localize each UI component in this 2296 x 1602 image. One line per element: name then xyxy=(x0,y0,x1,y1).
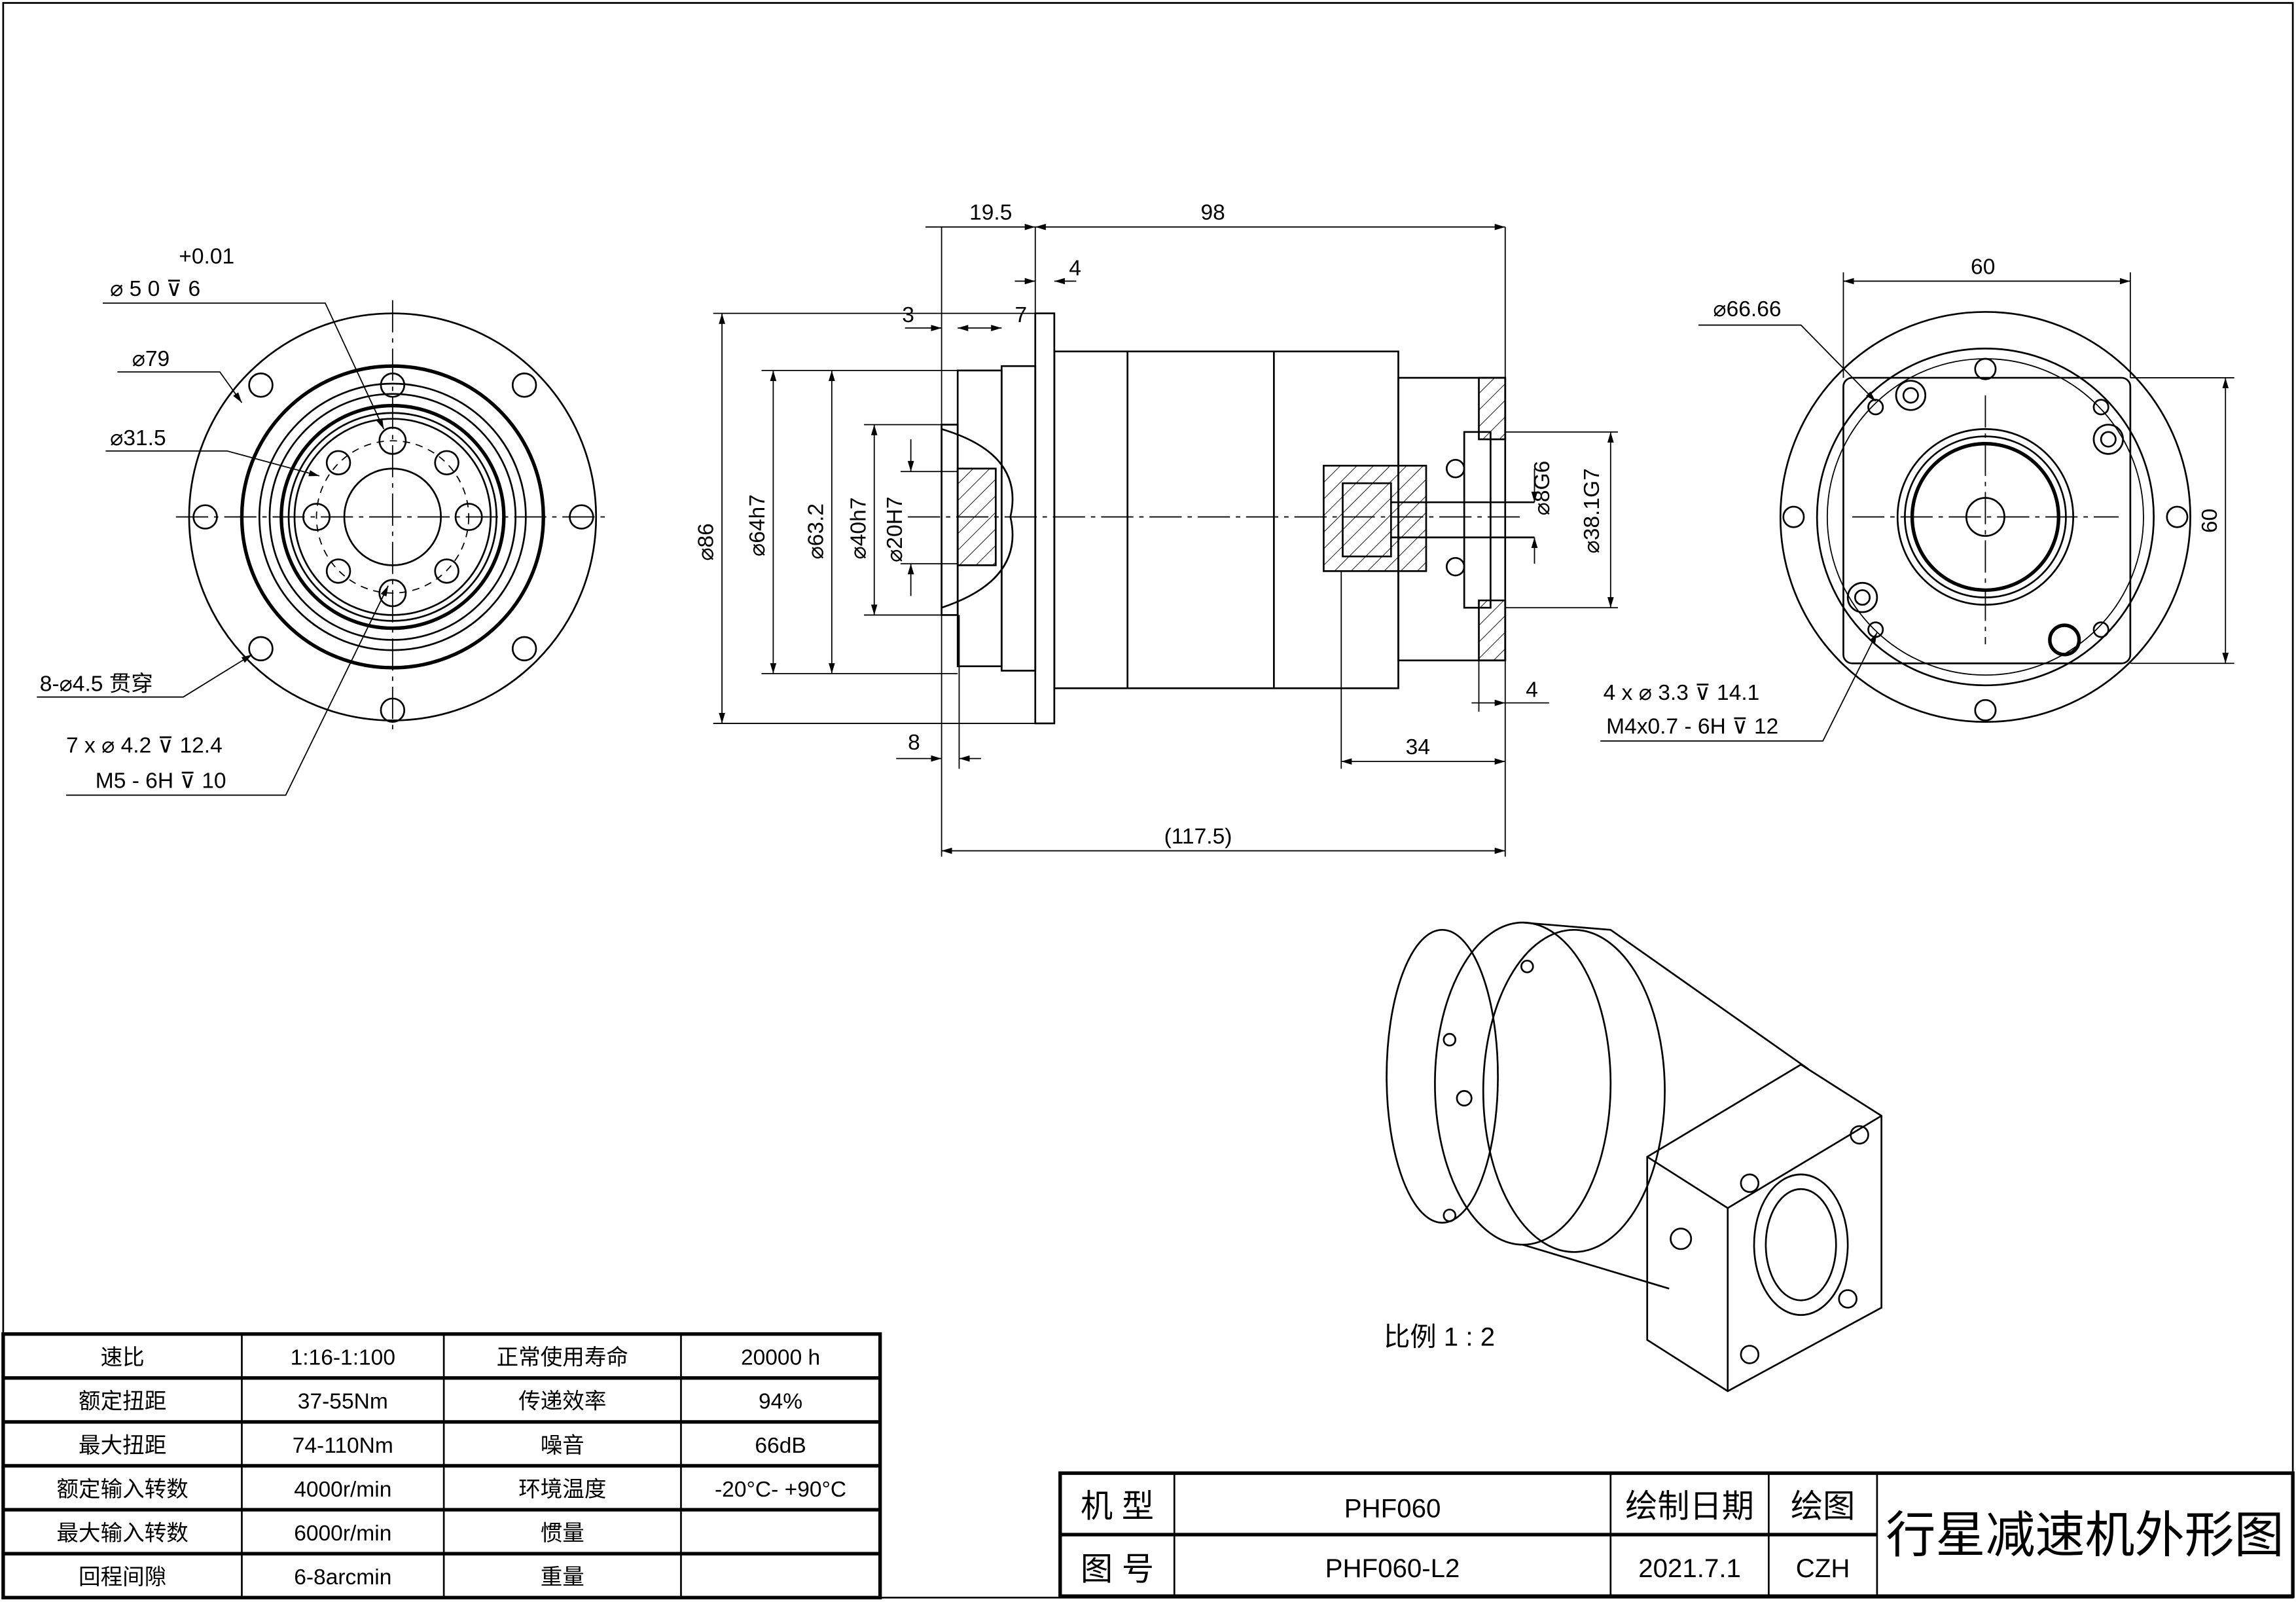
flange-dia-label: ⌀79 xyxy=(132,347,170,371)
spec-cell: 重量 xyxy=(541,1565,584,1590)
dim-117-5: (117.5) xyxy=(1164,824,1232,848)
spec-cell: 传递效率 xyxy=(518,1389,606,1414)
dim-19-5: 19.5 xyxy=(969,201,1012,225)
drawer-value: CZH xyxy=(1796,1554,1850,1583)
spec-cell: 惯量 xyxy=(541,1521,584,1546)
spec-cell: 37-55Nm xyxy=(298,1390,388,1414)
pcd-66-66: ⌀66.66 xyxy=(1713,297,1781,321)
front-view-output-flange: +0.01 ⌀ 5 0 ⊽ 6 ⌀79 ⌀31.5 8-⌀4.5 贯穿 7 x … xyxy=(37,245,609,796)
dim-38-1g7: ⌀38.1G7 xyxy=(1580,468,1604,553)
spec-cell: 正常使用寿命 xyxy=(497,1345,628,1370)
drawing-title: 行星减速机外形图 xyxy=(1886,1508,2284,1563)
height-60: 60 xyxy=(2198,509,2222,533)
spec-cell: 94% xyxy=(759,1390,802,1414)
date-label: 绘制日期 xyxy=(1625,1488,1754,1524)
dim-8g6: ⌀8G6 xyxy=(1530,461,1554,516)
tapped-holes-label-2: M5 - 6H ⊽ 10 xyxy=(96,769,226,793)
spec-cell: 1:16-1:100 xyxy=(291,1346,395,1370)
dim-64h7: ⌀64h7 xyxy=(745,494,770,556)
spec-table: 速比 1:16-1:100 正常使用寿命 20000 h 额定扭距 37-55Nm 传递效率… xyxy=(1,1332,882,1599)
drawing-no-label: 图 号 xyxy=(1081,1551,1154,1587)
spec-cell: 噪音 xyxy=(541,1433,584,1458)
tapped-label-2: M4x0.7 - 6H ⊽ 12 xyxy=(1606,715,1778,739)
spec-cell: 20000 h xyxy=(741,1346,820,1370)
tapped-holes-label-1: 7 x ⌀ 4.2 ⊽ 12.4 xyxy=(66,734,223,758)
spec-cell: 速比 xyxy=(101,1346,145,1370)
drawing-no-value: PHF060-L2 xyxy=(1325,1554,1460,1583)
rear-view-input-flange: 60 60 ⌀66.66 4 x ⌀ 3.3 ⊽ 14.1 M4x0.7 - 6… xyxy=(1600,255,2234,742)
title-block: 机 型 PHF060 绘制日期 绘图 图 号 PHF060-L2 2021.7.… xyxy=(1058,1471,2295,1598)
pcd-holes xyxy=(302,426,483,608)
drawer-label: 绘图 xyxy=(1791,1488,1855,1524)
isometric-view xyxy=(1386,921,1882,1393)
hole-spec: ⌀ 5 0 ⊽ 6 xyxy=(110,277,200,301)
spec-cell: 6-8arcmin xyxy=(294,1565,391,1590)
side-view: 19.5 98 4 3 7 ⌀86 ⌀64h7 ⌀63.2 ⌀40h7 ⌀20H… xyxy=(694,201,1618,857)
spec-cell: 74-110Nm xyxy=(293,1434,393,1458)
dim-20h7: ⌀20H7 xyxy=(883,497,907,562)
spec-cell: 4000r/min xyxy=(294,1478,391,1502)
width-60: 60 xyxy=(1971,255,1995,279)
spec-cell: 最大输入转数 xyxy=(57,1521,188,1546)
spec-cell: 额定扭距 xyxy=(79,1389,166,1414)
dim-8: 8 xyxy=(908,731,920,755)
spec-cell: 环境温度 xyxy=(518,1477,606,1502)
dim-98: 98 xyxy=(1201,201,1225,225)
spec-cell: 回程间隙 xyxy=(79,1565,166,1590)
spec-cell: 6000r/min xyxy=(294,1521,391,1546)
dim-34: 34 xyxy=(1406,735,1430,759)
dim-40h7: ⌀40h7 xyxy=(846,498,870,560)
dim-3: 3 xyxy=(902,303,914,327)
spec-cell: 66dB xyxy=(755,1434,806,1458)
spec-cell: 额定输入转数 xyxy=(57,1477,188,1502)
spec-cell: -20°C- +90°C xyxy=(715,1478,846,1502)
dim-4-right: 4 xyxy=(1526,678,1538,702)
dim-63-2: ⌀63.2 xyxy=(804,503,828,560)
spec-cell: 最大扭距 xyxy=(79,1433,166,1458)
model-label: 机 型 xyxy=(1081,1488,1154,1524)
tapped-label-1: 4 x ⌀ 3.3 ⊽ 14.1 xyxy=(1604,681,1760,705)
dim-86: ⌀86 xyxy=(694,523,719,561)
through-holes-label: 8-⌀4.5 贯穿 xyxy=(40,672,153,697)
pcd-label: ⌀31.5 xyxy=(110,426,166,450)
scale-label: 比例 1 : 2 xyxy=(1384,1322,1495,1352)
hole-tolerance: +0.01 xyxy=(179,245,234,269)
dim-4-top: 4 xyxy=(1069,257,1081,281)
dim-7: 7 xyxy=(1014,303,1027,327)
date-value: 2021.7.1 xyxy=(1638,1554,1741,1583)
model-value: PHF060 xyxy=(1344,1493,1441,1523)
flange-holes xyxy=(192,373,594,723)
